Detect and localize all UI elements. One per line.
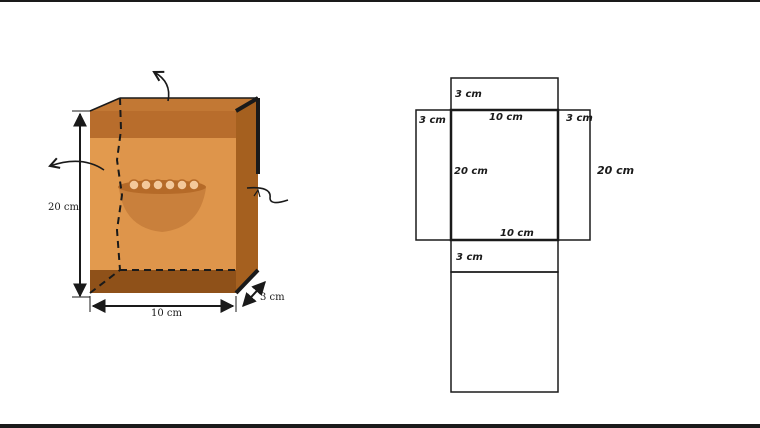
net-right-outer-label: 20 cm — [597, 164, 634, 177]
box-net-drawing — [415, 77, 591, 393]
net-left-flap — [415, 109, 452, 241]
cereal-rings — [128, 179, 200, 191]
box-bottom-band — [90, 270, 236, 293]
bottom-border-line — [0, 424, 760, 428]
box-top-band — [90, 111, 236, 138]
net-labels: 3 cm 10 cm 3 cm 3 cm 20 cm 20 cm 10 cm 3… — [419, 89, 634, 263]
cereal-box-drawing: 20 cm 10 cm 3 cm — [48, 70, 289, 319]
box-marked-edge-top — [234, 96, 260, 113]
hidden-edges — [89, 97, 236, 294]
net-bottom-flap-label: 3 cm — [456, 252, 483, 263]
height-label: 20 cm — [48, 202, 80, 213]
depth-label: 3 cm — [260, 292, 285, 303]
fold-arrow-right-head — [253, 188, 261, 198]
bowl-icon — [119, 188, 206, 232]
net-center-bottom-label: 10 cm — [500, 228, 534, 239]
box-top-face — [90, 98, 258, 111]
net-top-flap-label: 3 cm — [455, 89, 482, 100]
net-center-left-label: 20 cm — [454, 166, 488, 177]
width-label: 10 cm — [151, 308, 183, 319]
depth-dimension-line — [242, 280, 266, 308]
net-center-top-label: 10 cm — [489, 112, 523, 123]
net-back-panel — [450, 271, 559, 393]
box-side-face — [236, 98, 258, 293]
fold-arrow-right — [246, 186, 289, 204]
net-right-flap-label: 3 cm — [566, 113, 593, 124]
net-right-flap — [557, 109, 591, 241]
net-left-flap-label: 3 cm — [419, 115, 446, 126]
fold-arrow-top — [152, 70, 170, 102]
top-border-line — [0, 0, 760, 2]
